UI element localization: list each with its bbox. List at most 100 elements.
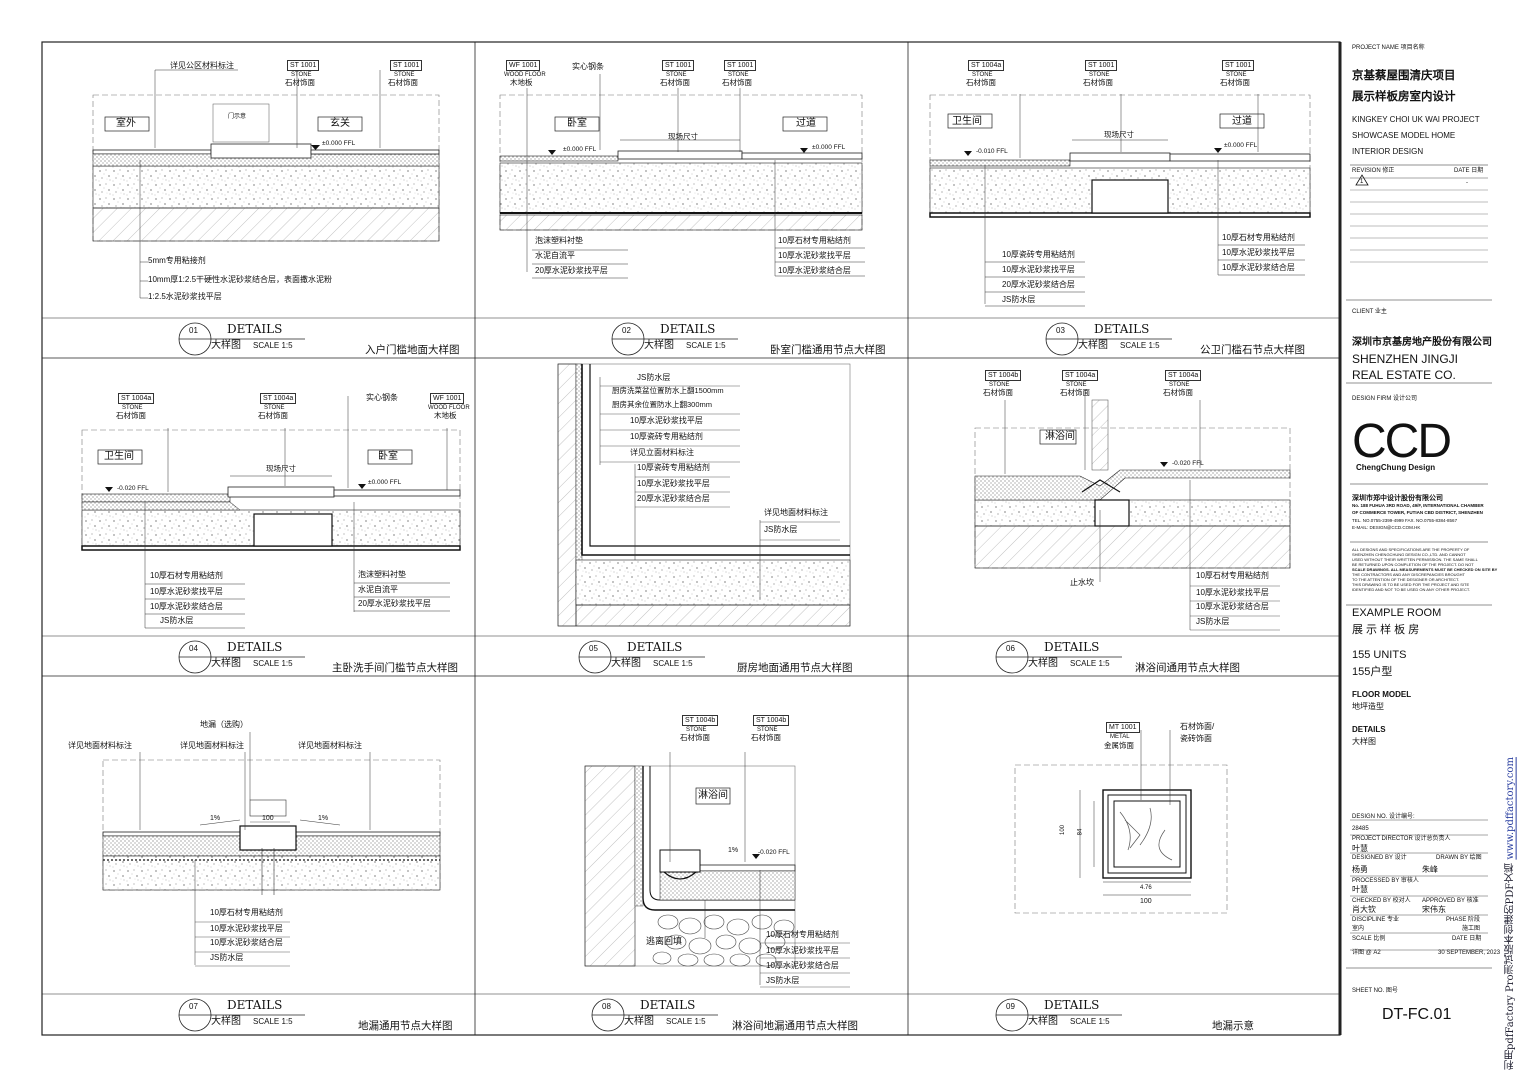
- material-code: ST 1001: [287, 60, 320, 71]
- material-en: STONE: [666, 72, 687, 78]
- layer-note: 厨房其余位置防水上翻300mm: [612, 400, 713, 409]
- level-mark: -0.020 FFL: [1172, 460, 1204, 467]
- material-code: ST 1001: [390, 60, 423, 71]
- checked-label: CHECKED BY 校对人: [1352, 898, 1411, 904]
- discipline-label: DISCIPLINE 专业: [1352, 917, 1400, 923]
- design-no-label: DESIGN NO. 设计编号:: [1352, 814, 1415, 820]
- note: 详见公区材料标注: [170, 61, 234, 70]
- designed: 杨勇: [1352, 865, 1368, 874]
- layer-note: 1:2.5水泥砂浆找平层: [148, 292, 222, 301]
- detail-title: 公卫门槛石节点大样图: [1200, 344, 1305, 356]
- note: 逃离回填: [646, 936, 683, 946]
- client-label: CLIENT 业主: [1352, 309, 1387, 315]
- detail-title: 地漏示意: [1212, 1020, 1254, 1032]
- room-label: 卫生间: [952, 116, 982, 127]
- detail-03-drawing: [929, 94, 1311, 307]
- sheet-frame: [41, 41, 1492, 1036]
- scale-label: SCALE 比例: [1352, 936, 1386, 942]
- sheet-no: DT-FC.01: [1382, 1006, 1452, 1023]
- watermark-link[interactable]: www.pdffactory.com: [1505, 757, 1516, 860]
- material-code: ST 1004a: [968, 60, 1005, 71]
- material-code: ST 1004a: [1165, 370, 1202, 381]
- layer-note: 10厚水泥砂浆找平层: [778, 251, 851, 260]
- model-cn: 地坪造型: [1352, 702, 1384, 711]
- layer-note: 10厚石材专用粘结剂: [778, 236, 851, 245]
- revision-date: -: [1466, 180, 1468, 186]
- room-label: 过道: [796, 118, 816, 129]
- detail-scale: SCALE 1:5: [1120, 341, 1160, 350]
- material-code: ST 1004a: [1062, 370, 1099, 381]
- material-cn: 木地板: [434, 411, 457, 420]
- material-code: ST 1001: [724, 60, 757, 71]
- layer-note: 10厚水泥砂浆找平层: [1002, 265, 1075, 274]
- material-cn: 石材饰面: [1060, 388, 1090, 397]
- material-cn: 石材饰面: [751, 733, 781, 742]
- dimension: 现场尺寸: [266, 464, 296, 473]
- material-cn: 石材饰面: [258, 411, 288, 420]
- detail-02-drawing: [499, 74, 865, 279]
- material-en: STONE: [264, 405, 285, 411]
- detail-subheading: 大样图: [611, 658, 641, 669]
- slope: 1%: [210, 815, 221, 822]
- layer-note: 10厚瓷砖专用粘结剂: [1002, 250, 1075, 259]
- layer-note: 10厚水泥砂浆结合层: [1222, 263, 1295, 272]
- material-cn: 石材饰面: [722, 78, 752, 87]
- dimension: 现场尺寸: [668, 132, 698, 141]
- processed: 叶慧: [1352, 885, 1368, 894]
- revision-label: REVISION 修正: [1352, 168, 1395, 174]
- detail-heading: DETAILS: [227, 640, 283, 654]
- layer-note: 10厚水泥砂浆找平层: [150, 587, 223, 596]
- detail-title: 主卧洗手间门槛节点大样图: [332, 662, 458, 674]
- units-en: 155 UNITS: [1352, 649, 1407, 661]
- detail-number: 02: [622, 326, 631, 335]
- layer-note: 20厚水泥砂浆找平层: [535, 266, 608, 275]
- layer-note: 10厚石材专用粘结剂: [1196, 571, 1269, 580]
- detail-heading: DETAILS: [227, 322, 283, 336]
- layer-note: 泡沫塑料衬垫: [358, 570, 406, 579]
- revision-mark: 1: [1360, 179, 1364, 185]
- material-code: ST 1004b: [985, 370, 1022, 381]
- layer-note: 厨房洗菜盆位置防水上翻1500mm: [612, 386, 724, 395]
- layer-note: 10厚水泥砂浆找平层: [1222, 248, 1295, 257]
- detail-title: 厨房地面通用节点大样图: [737, 662, 853, 674]
- detail-title: 淋浴间通用节点大样图: [1135, 662, 1240, 674]
- room-label: 过道: [1232, 116, 1252, 127]
- units-cn: 155户型: [1352, 666, 1393, 678]
- ccd-logo-sub: ChengChung Design: [1356, 463, 1436, 472]
- layer-note: 10厚水泥砂浆找平层: [637, 479, 710, 488]
- director-label: PROJECT DIRECTOR 设计总负责人: [1352, 836, 1451, 842]
- detail-subheading: 大样图: [624, 1016, 654, 1027]
- material-en: WOOD FLOOR: [504, 72, 546, 78]
- dimension: 100: [1140, 898, 1152, 905]
- material-en: STONE: [122, 405, 143, 411]
- layer-note: 10厚水泥砂浆结合层: [766, 961, 839, 970]
- director: 叶慧: [1352, 844, 1368, 853]
- layer-note: 详见立面材料标注: [630, 448, 694, 457]
- room-label: 卫生间: [104, 451, 134, 462]
- detail-title: 入户门槛地面大样图: [365, 344, 460, 356]
- dimension: 100: [1060, 824, 1067, 836]
- layer-note: JS防水层: [637, 373, 671, 382]
- project-label: PROJECT NAME 项目名称: [1352, 45, 1425, 51]
- layer-note: 10mm厚1:2.5干硬性水泥砂浆结合层，表面撒水泥粉: [148, 275, 333, 284]
- date-label: DATE 日期: [1452, 936, 1482, 942]
- material-cn: 石材饰面: [966, 78, 996, 87]
- room-label: 门示意: [228, 114, 247, 120]
- detail-subheading: 大样图: [1028, 1016, 1058, 1027]
- detail-number: 01: [189, 326, 198, 335]
- material-en: STONE: [728, 72, 749, 78]
- layer-note: 10厚水泥砂浆结合层: [1196, 602, 1269, 611]
- details-cn: 大样图: [1352, 737, 1376, 746]
- material-en: STONE: [1089, 72, 1110, 78]
- layer-note: 20厚水泥砂浆结合层: [1002, 280, 1075, 289]
- detail-number: 08: [602, 1002, 611, 1011]
- detail-scale: SCALE 1:5: [253, 1017, 293, 1026]
- detail-number: 03: [1056, 326, 1065, 335]
- layer-note: 10厚水泥砂浆找平层: [210, 924, 283, 933]
- detail-07-drawing: [102, 732, 441, 967]
- detail-scale: SCALE 1:5: [686, 341, 726, 350]
- detail-09-drawing: [1014, 730, 1228, 914]
- note: 详见地面材料标注: [298, 741, 362, 750]
- phase: 施工图: [1462, 926, 1481, 932]
- material-en: STONE: [394, 72, 415, 78]
